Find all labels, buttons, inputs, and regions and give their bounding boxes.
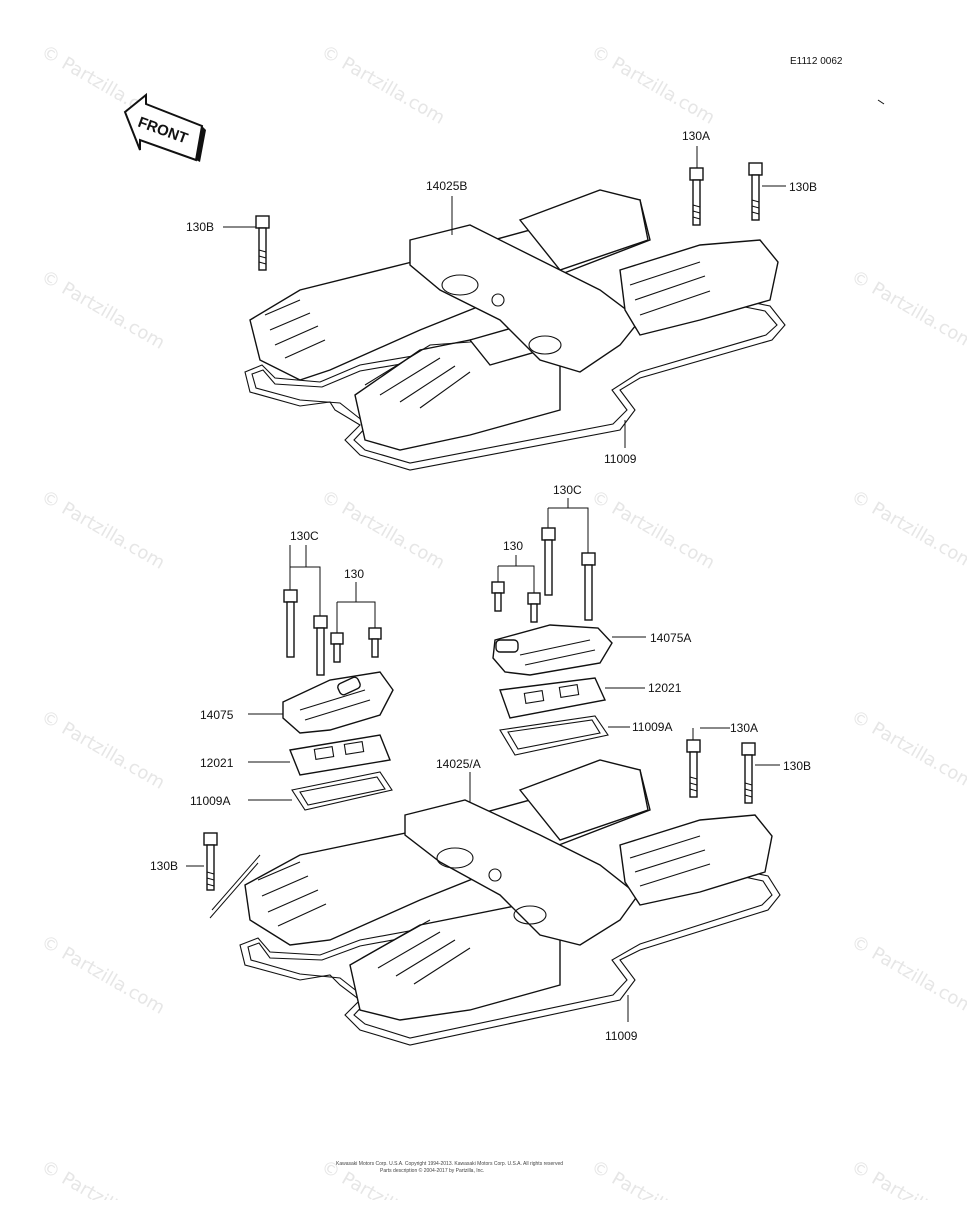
label-130B: 130B [186,220,214,234]
top-assembly: 130B 14025B 130A 130B 11009 [186,129,817,470]
gasket-11009A-right[interactable] [500,716,608,755]
stray-mark [878,100,884,104]
label-130A: 130A [682,129,710,143]
watermark: © Partzilla.com [588,1156,719,1200]
label-12021: 12021 [648,681,682,695]
watermark: © Partzilla.com [848,486,967,574]
leader [337,582,375,633]
label-12021: 12021 [200,756,234,770]
bottom-cover-bank-right[interactable] [620,815,772,905]
label-130B: 130B [783,759,811,773]
watermark: © Partzilla.com [848,266,967,354]
watermark: © Partzilla.com [848,1156,967,1200]
watermark: © Partzilla.com [848,706,967,794]
leader [548,498,588,553]
bolt-130-right-a[interactable] [492,582,504,611]
bolt-130C-right-b[interactable] [582,553,595,620]
watermark: © Partzilla.com [318,486,449,574]
label-130B: 130B [789,180,817,194]
bolt-130C-left-b[interactable] [314,616,327,675]
bottom-assembly: 14025/A 130A 130B 130B 11009 [150,721,811,1045]
label-130C: 130C [553,483,582,497]
bolt-130C-left-a[interactable] [284,590,297,657]
label-11009A: 11009A [632,720,672,734]
label-14075A: 14075A [650,631,691,645]
top-bolt-130B-right[interactable] [749,163,762,220]
watermark: © Partzilla.com [588,486,719,574]
label-14075: 14075 [200,708,234,722]
label-130C: 130C [290,529,319,543]
breather-cover-14075[interactable] [283,672,393,733]
watermark: © Partzilla.com [318,41,449,129]
plate-12021-right[interactable] [500,678,605,718]
breather-nozzle [496,640,518,652]
bottom-bolt-130B-left[interactable] [204,833,217,890]
bolt-130-right-b[interactable] [528,593,540,622]
plate-12021-left[interactable] [290,735,390,775]
label-11009A: 11009A [190,794,230,808]
footer-copyright: Kawasaki Motors Corp. U.S.A. Copyright 1… [336,1161,563,1167]
top-cover-bank-right[interactable] [620,240,778,335]
label-11009: 11009 [605,1029,638,1043]
gasket-inner [508,720,600,749]
watermark: © Partzilla.com [38,1156,169,1200]
label-130: 130 [503,539,523,553]
top-bolt-130A[interactable] [690,168,703,225]
watermark-layer: © Partzilla.com © Partzilla.com © Partzi… [38,41,967,1200]
label-11009: 11009 [604,452,637,466]
front-arrow-icon: FRONT [125,95,206,162]
gasket-inner [300,777,385,805]
watermark: © Partzilla.com [38,706,169,794]
bolt-130-left-b[interactable] [369,628,381,657]
bolt-130-left-a[interactable] [331,633,343,662]
bottom-bolt-130A[interactable] [687,740,700,797]
watermark: © Partzilla.com [848,931,967,1019]
top-bolt-130B-left[interactable] [256,216,269,270]
label-130: 130 [344,567,364,581]
watermark: © Partzilla.com [38,931,169,1019]
watermark: © Partzilla.com [38,486,169,574]
label-14025A: 14025/A [436,757,481,771]
footer-description: Parts description © 2004-2017 by Partzil… [380,1167,484,1174]
label-14025B: 14025B [426,179,467,193]
watermark: © Partzilla.com [588,41,719,129]
diagram-code: E1112 0062 [790,56,843,67]
label-130B: 130B [150,859,178,873]
bolt-130C-right-a[interactable] [542,528,555,595]
watermark: © Partzilla.com [38,266,169,354]
leader [693,728,730,740]
bottom-bolt-130B-right[interactable] [742,743,755,803]
label-130A: 130A [730,721,758,735]
